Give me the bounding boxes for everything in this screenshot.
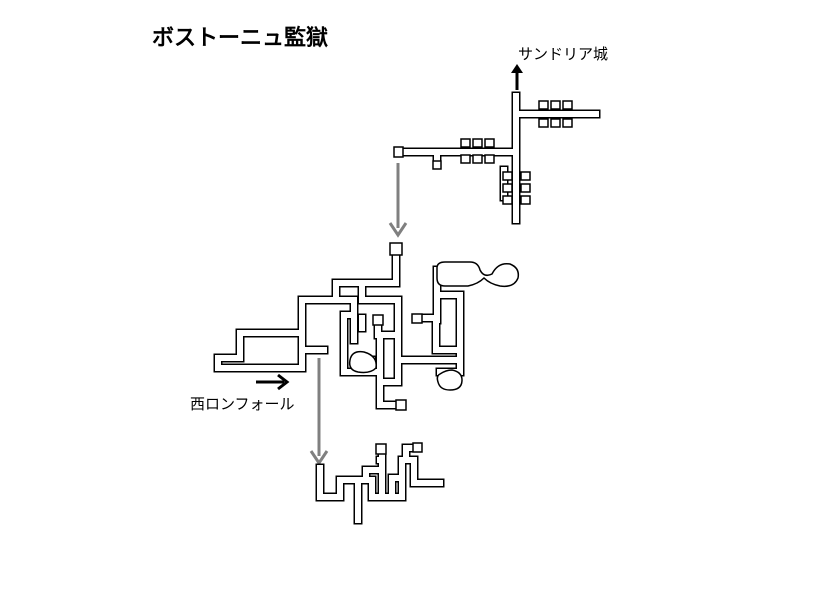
west-exit-label: 西ロンフォール <box>190 395 295 413</box>
middle-east-room <box>411 313 423 324</box>
north-exit-arrow-icon <box>511 64 523 90</box>
lower-floor <box>315 442 445 525</box>
transition-arrow-upper-to-middle <box>388 163 408 238</box>
middle-entry-room <box>389 242 403 256</box>
round-chamber-ne <box>436 261 520 288</box>
map-title: ボストーニュ監獄 <box>152 26 329 51</box>
west-exit-arrow-icon <box>256 373 290 391</box>
lower-ne-room <box>412 442 423 453</box>
cell-block-a <box>538 100 573 128</box>
round-chamber-se <box>436 369 463 391</box>
lower-north-room <box>375 443 387 455</box>
cell-block-b <box>460 138 495 164</box>
transition-arrow-middle-to-lower <box>309 358 329 466</box>
upper-floor <box>393 91 601 225</box>
upper-entry-room <box>393 146 404 158</box>
middle-floor <box>213 242 520 411</box>
upper-small-room <box>432 160 442 170</box>
middle-center-room <box>372 314 384 326</box>
north-exit-label: サンドリア城 <box>518 45 609 63</box>
middle-se-room <box>395 399 407 411</box>
cell-block-c <box>502 171 531 205</box>
round-chamber-center <box>348 350 377 374</box>
